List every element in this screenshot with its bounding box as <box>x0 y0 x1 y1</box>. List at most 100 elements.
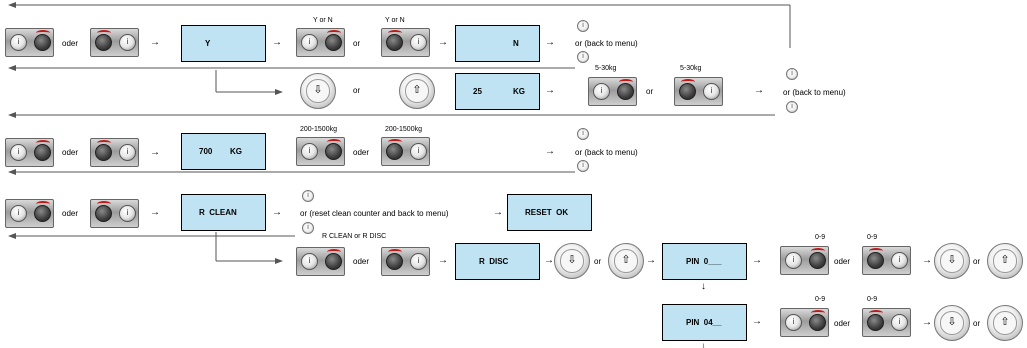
flow-arrow: → <box>545 146 555 157</box>
knob-panel-5d <box>862 246 911 275</box>
flow-arrow: → <box>438 37 448 48</box>
or-label: or <box>646 87 654 96</box>
reset-counter-label: or (reset clean counter and back to menu… <box>300 209 449 218</box>
rotary-knob-icon <box>95 34 112 51</box>
flow-arrow: → <box>272 207 282 218</box>
knob-panel-5a <box>296 247 345 276</box>
arrowhead-row3 <box>8 169 16 175</box>
info-knob-icon <box>301 34 318 51</box>
flow-arrow: → <box>922 255 932 266</box>
or-label: or <box>353 39 361 48</box>
rotation-arrow-icon <box>97 140 111 146</box>
kg-unit: KG <box>513 87 525 96</box>
back-to-menu-label: or (back to menu) <box>783 88 846 97</box>
knob-panel-3d <box>381 137 430 166</box>
down-arrow-icon: ⇩ <box>940 311 964 335</box>
flow-down-arrow: ↓ <box>701 341 706 348</box>
flow-arrow: → <box>150 147 160 158</box>
arrowhead-branch-clean <box>275 258 283 264</box>
info-knob-icon <box>410 34 427 51</box>
up-button: ⇧ <box>399 73 435 109</box>
knob-panel-5c <box>780 246 829 275</box>
info-button-icon <box>577 51 589 63</box>
down-button: ⇩ <box>934 243 970 279</box>
info-knob-icon <box>119 144 136 161</box>
rotation-arrow-icon <box>811 310 825 316</box>
back-to-menu-label: or (back to menu) <box>575 148 638 157</box>
info-button-icon <box>786 101 798 113</box>
or-label: or <box>594 257 602 266</box>
display-y: Y <box>181 25 266 62</box>
kg-value: 25 <box>473 87 482 96</box>
flow-arrow: → <box>493 207 503 218</box>
up-arrow-icon: ⇧ <box>614 249 638 273</box>
arrowhead-row2 <box>8 112 16 118</box>
kg-range-label: 5-30kg <box>595 65 617 72</box>
rotary-knob-icon <box>809 314 826 331</box>
knob-panel-3c <box>296 137 345 166</box>
flow-arrow: → <box>272 37 282 48</box>
info-knob-icon <box>785 314 802 331</box>
rotary-knob-icon <box>679 83 696 100</box>
digit-range-label: 0-9 <box>815 234 826 241</box>
oder-label: oder <box>353 148 370 157</box>
flow-arrow: → <box>646 255 656 266</box>
rotation-arrow-icon <box>811 248 825 254</box>
info-knob-icon <box>593 83 610 100</box>
rotation-arrow-icon <box>327 139 341 145</box>
rotation-arrow-icon <box>681 79 695 85</box>
flow-arrow: → <box>438 255 448 266</box>
info-knob-icon <box>10 205 27 222</box>
rotation-arrow-icon <box>36 201 50 207</box>
or-label: or <box>353 86 361 95</box>
display-pin-2: PIN 04__ <box>662 304 747 341</box>
up-button: ⇧ <box>987 243 1023 279</box>
clean-or-disc-label: R CLEAN or R DISC <box>322 233 387 240</box>
down-button: ⇩ <box>554 243 590 279</box>
rotation-arrow-icon <box>97 201 111 207</box>
down-arrow-icon: ⇩ <box>560 249 584 273</box>
down-arrow-icon: ⇩ <box>940 249 964 273</box>
up-arrow-icon: ⇧ <box>993 249 1017 273</box>
or-label: or <box>973 319 981 328</box>
info-knob-icon <box>891 314 908 331</box>
flow-arrow: → <box>922 317 932 328</box>
rotation-arrow-icon <box>869 310 883 316</box>
down-button: ⇩ <box>934 305 970 341</box>
oder-label: oder <box>834 257 851 266</box>
display-25kg: 25 KG <box>455 73 540 110</box>
info-knob-icon <box>119 205 136 222</box>
flow-arrow: → <box>754 85 764 96</box>
knob-panel-3a <box>5 138 54 167</box>
flow-arrow: → <box>752 316 762 327</box>
info-knob-icon <box>301 143 318 160</box>
rotary-knob-icon <box>34 144 51 161</box>
info-knob-icon <box>301 253 318 270</box>
flow-arrow: → <box>150 37 160 48</box>
rotary-knob-icon <box>325 34 342 51</box>
display-r-disc: R DISC <box>455 243 540 280</box>
display-reset-ok: RESET OK <box>507 194 592 231</box>
rotary-knob-icon <box>386 34 403 51</box>
knob-panel-6b <box>862 308 911 337</box>
rotary-knob-icon <box>617 83 634 100</box>
rotary-knob-icon <box>325 253 342 270</box>
rotary-knob-icon <box>867 314 884 331</box>
oder-label: oder <box>62 148 79 157</box>
y-or-n-label: Y or N <box>313 17 333 24</box>
rotary-knob-icon <box>95 144 112 161</box>
rotation-arrow-icon <box>36 30 50 36</box>
knob-panel-5b <box>381 247 430 276</box>
display-n: N <box>455 25 540 62</box>
rotation-arrow-icon <box>388 139 402 145</box>
knob-panel-2b <box>674 77 723 106</box>
oder-label: oder <box>62 209 79 218</box>
rotation-arrow-icon <box>327 30 341 36</box>
rotary-knob-icon <box>34 205 51 222</box>
oder-label: oder <box>834 319 851 328</box>
kg-range-label: 200-1500kg <box>385 126 422 133</box>
up-arrow-icon: ⇧ <box>993 311 1017 335</box>
info-button-icon <box>577 160 589 172</box>
